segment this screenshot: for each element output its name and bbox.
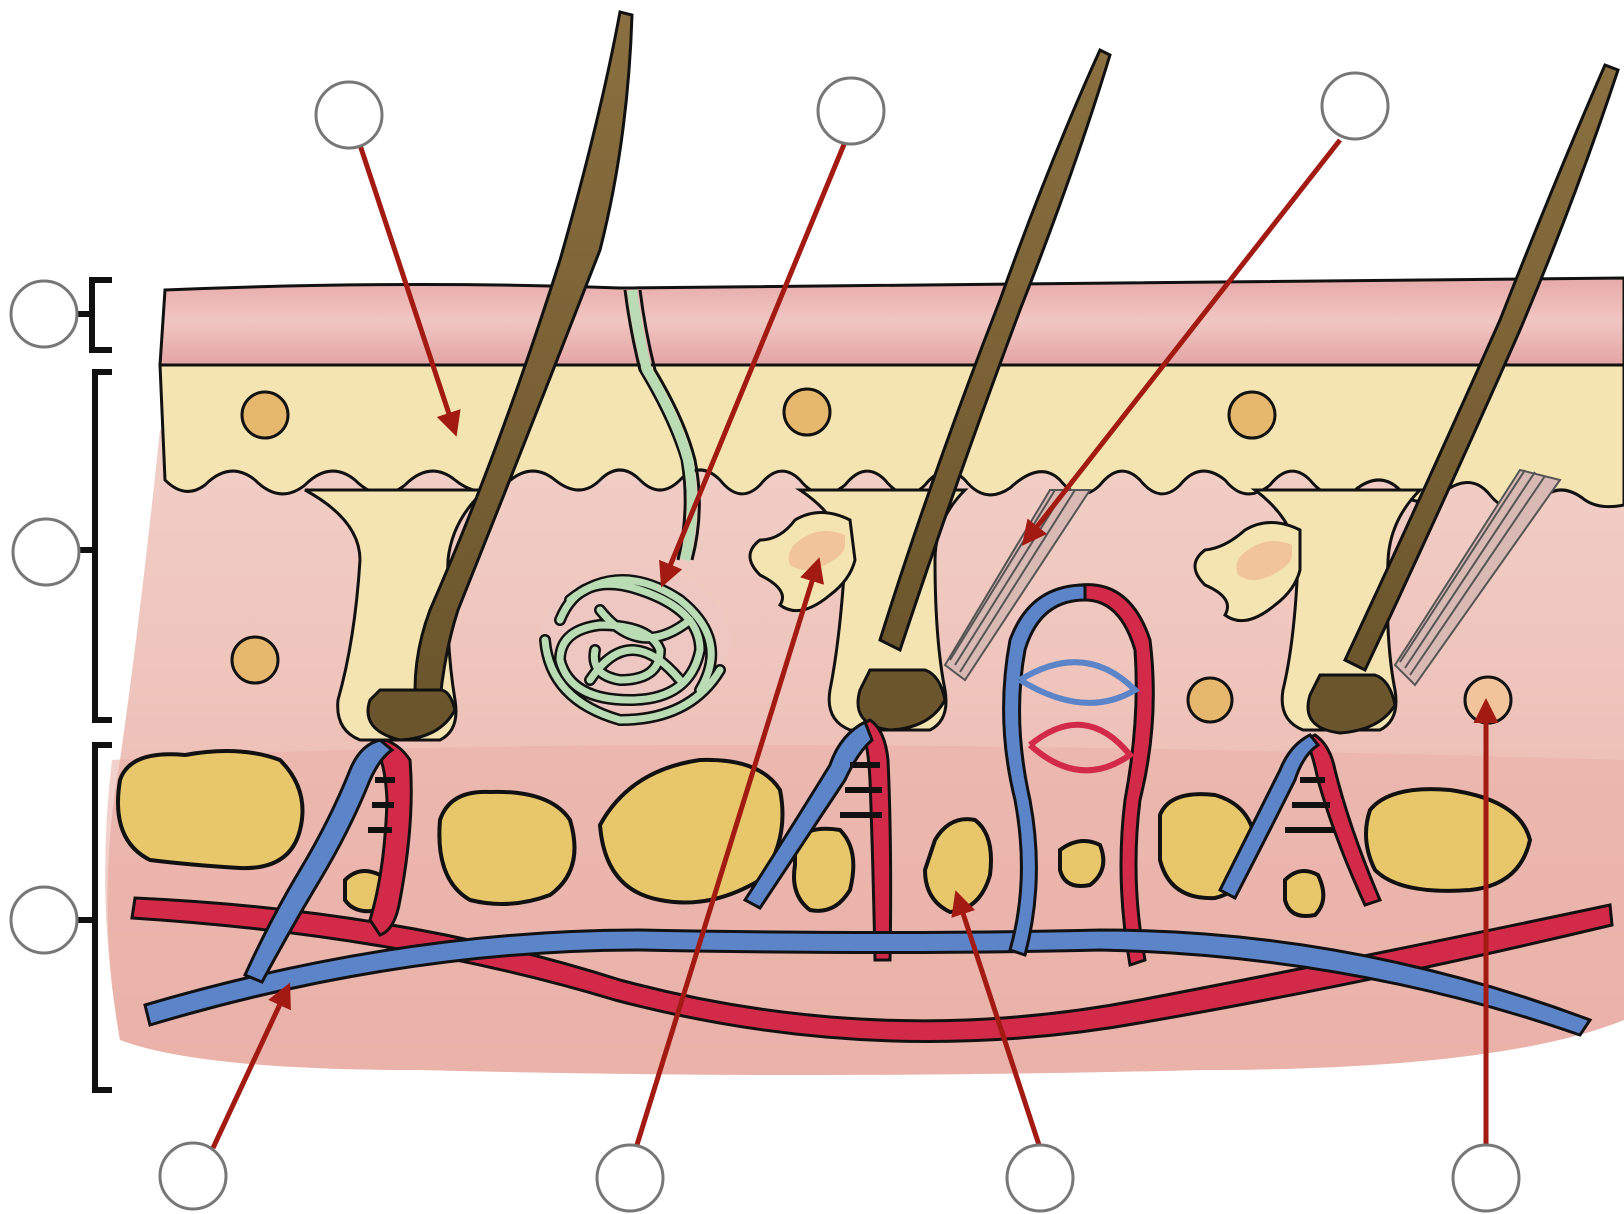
label-circle-bottom-1[interactable] (160, 1143, 226, 1209)
label-circle-top-1[interactable] (316, 82, 382, 148)
label-circle-bottom-3[interactable] (1007, 1145, 1073, 1211)
label-circle-top-2[interactable] (818, 78, 884, 144)
epidermis-layer (160, 365, 1624, 509)
stratum-corneum-layer (160, 278, 1624, 365)
bracket-stratum (92, 280, 112, 350)
bracket-dermis (95, 372, 112, 720)
sweat-gland-coil (540, 568, 730, 720)
label-circle-top-3[interactable] (1322, 73, 1388, 139)
label-circle-bottom-4[interactable] (1453, 1145, 1519, 1211)
label-circle-left-3[interactable] (11, 887, 77, 953)
layer-brackets (78, 280, 112, 1090)
label-circle-left-2[interactable] (13, 519, 79, 585)
label-circle-bottom-2[interactable] (597, 1145, 663, 1211)
label-circle-left-1[interactable] (11, 281, 77, 347)
